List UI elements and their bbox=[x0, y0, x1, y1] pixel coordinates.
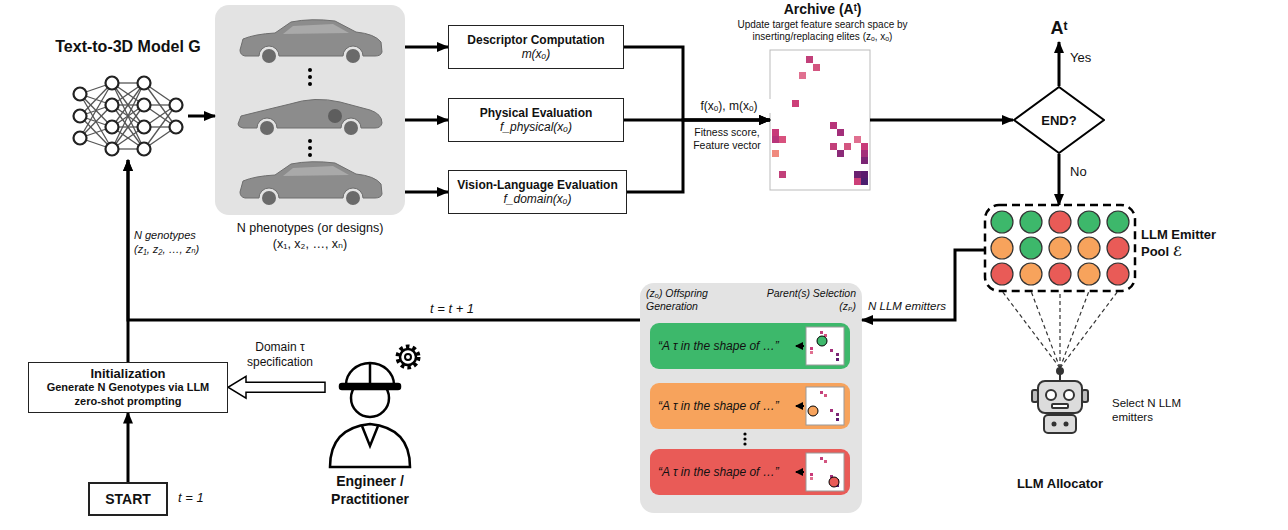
node-title: “A τ in the shape of …” bbox=[658, 323, 796, 369]
parent-marker bbox=[817, 336, 827, 346]
offspring-panel bbox=[640, 283, 862, 513]
node-title: START bbox=[105, 491, 151, 507]
result-node: Aᵗ bbox=[1042, 14, 1076, 42]
allocator-links bbox=[1002, 291, 1118, 368]
connector bbox=[1058, 154, 1061, 205]
car-design bbox=[238, 99, 382, 135]
node-title: Archive (Aᵗ) bbox=[715, 1, 930, 17]
engineer-node: Engineer / Practitioner bbox=[305, 345, 435, 525]
prompt-box-bg bbox=[650, 323, 850, 369]
annotation-label: Select N LLM emitters bbox=[1112, 396, 1207, 425]
edge-label: Domain τ specification bbox=[234, 340, 326, 370]
prompt-box: “A τ in the shape of …” bbox=[650, 323, 850, 369]
car-design bbox=[240, 20, 382, 63]
prompt-box: “A τ in the shape of …” bbox=[650, 449, 850, 495]
annotation-label: Fitness score, Feature vector bbox=[686, 126, 768, 151]
node-subtext: f_domain(xₒ) bbox=[503, 192, 571, 206]
connector bbox=[405, 191, 448, 194]
connector bbox=[188, 115, 215, 118]
node-title: Initialization bbox=[90, 366, 165, 381]
edge-label: No bbox=[1068, 164, 1089, 179]
node-title: Engineer / Practitioner bbox=[305, 473, 435, 508]
car-design bbox=[240, 162, 382, 205]
robot-icon bbox=[1032, 368, 1088, 433]
offspring-panel: (zₒ) Offspring GenerationParent(s) Selec… bbox=[640, 283, 862, 513]
emitter-pool: LLM Emitter Pool ℰ bbox=[985, 205, 1235, 295]
ellipsis-dots bbox=[743, 432, 746, 445]
node-title: Physical Evaluation bbox=[480, 106, 593, 120]
mini-archive bbox=[806, 453, 844, 491]
node-title: “A τ in the shape of …” bbox=[658, 383, 796, 429]
connector bbox=[870, 119, 1013, 122]
connector bbox=[128, 160, 640, 320]
node-subtext: Generate N Genotypes via LLM zero-shot p… bbox=[35, 381, 221, 409]
node-title: “A τ in the shape of …” bbox=[658, 449, 796, 495]
connector bbox=[862, 250, 985, 320]
connector bbox=[405, 46, 448, 49]
connector bbox=[627, 120, 770, 192]
connector bbox=[1058, 42, 1061, 86]
node-title: Text-to-3D Model G bbox=[40, 38, 216, 56]
emitter-pool-border bbox=[985, 205, 1135, 291]
start-box: START bbox=[88, 482, 168, 516]
node-title: LLM Allocator bbox=[1010, 476, 1110, 493]
parent-marker bbox=[829, 477, 839, 487]
connector bbox=[405, 119, 448, 122]
model-node: Text-to-3D Model G bbox=[40, 38, 216, 163]
annotation-label: N genotypes (z₁, z₂, …, zₙ) bbox=[134, 228, 210, 257]
connector bbox=[228, 376, 325, 398]
node-title: Vision-Language Evaluation bbox=[457, 178, 617, 192]
process-box: Descriptor Computationm(xₒ) bbox=[448, 25, 624, 69]
edge-label: Yes bbox=[1068, 50, 1093, 65]
mini-archive bbox=[806, 327, 844, 365]
archive-node: Archive (Aᵗ) Update target feature search… bbox=[715, 0, 930, 192]
node-title: END? bbox=[1041, 113, 1076, 128]
allocator-node: LLM Allocator bbox=[1010, 368, 1110, 518]
init-box: InitializationGenerate N Genotypes via L… bbox=[28, 362, 228, 413]
prompt-box-bg bbox=[650, 449, 850, 495]
ellipsis-dots bbox=[308, 68, 312, 157]
parent-marker bbox=[808, 406, 818, 416]
node-title: Descriptor Computation bbox=[467, 33, 604, 47]
phenotype-panel bbox=[215, 5, 405, 215]
engineer-icon bbox=[330, 347, 418, 467]
node-title: N phenotypes (or designs) (x₁, x₂, …, xₙ… bbox=[230, 220, 390, 253]
network-icon bbox=[74, 77, 183, 156]
node-subtext: m(xₒ) bbox=[522, 47, 551, 61]
prompt-box: “A τ in the shape of …” bbox=[650, 383, 850, 429]
selection-arrow bbox=[796, 346, 804, 472]
node-title: Aᵗ bbox=[1051, 18, 1068, 39]
node-title: LLM Emitter Pool ℰ bbox=[1141, 227, 1233, 261]
edge-label: N LLM emitters bbox=[866, 300, 948, 312]
emitter-circles bbox=[991, 211, 1129, 285]
edge-label: t = t + 1 bbox=[428, 301, 476, 316]
edge-label: f(xₒ), m(xₒ) bbox=[686, 99, 772, 113]
phenotype-node: N phenotypes (or designs) (x₁, x₂, …, xₙ… bbox=[215, 5, 405, 267]
decision-diamond: END? bbox=[1013, 86, 1105, 154]
node-subtext: Update target feature search space by in… bbox=[715, 19, 930, 43]
node-title: (zₒ) Offspring Generation bbox=[646, 287, 756, 313]
node-subtext: Parent(s) Selection (zₚ) bbox=[758, 287, 856, 313]
annotation-label: t = 1 bbox=[178, 490, 204, 505]
prompt-box-bg bbox=[650, 383, 850, 429]
archive-heatmap bbox=[770, 50, 870, 190]
process-box: Physical Evaluationf_physical(xₒ) bbox=[448, 98, 624, 142]
connector bbox=[127, 413, 130, 483]
node-subtext: f_physical(xₒ) bbox=[500, 120, 572, 134]
connector bbox=[127, 160, 130, 362]
process-box: Vision-Language Evaluationf_domain(xₒ) bbox=[448, 170, 627, 214]
connector bbox=[1059, 291, 1060, 368]
mini-archive bbox=[806, 387, 844, 425]
